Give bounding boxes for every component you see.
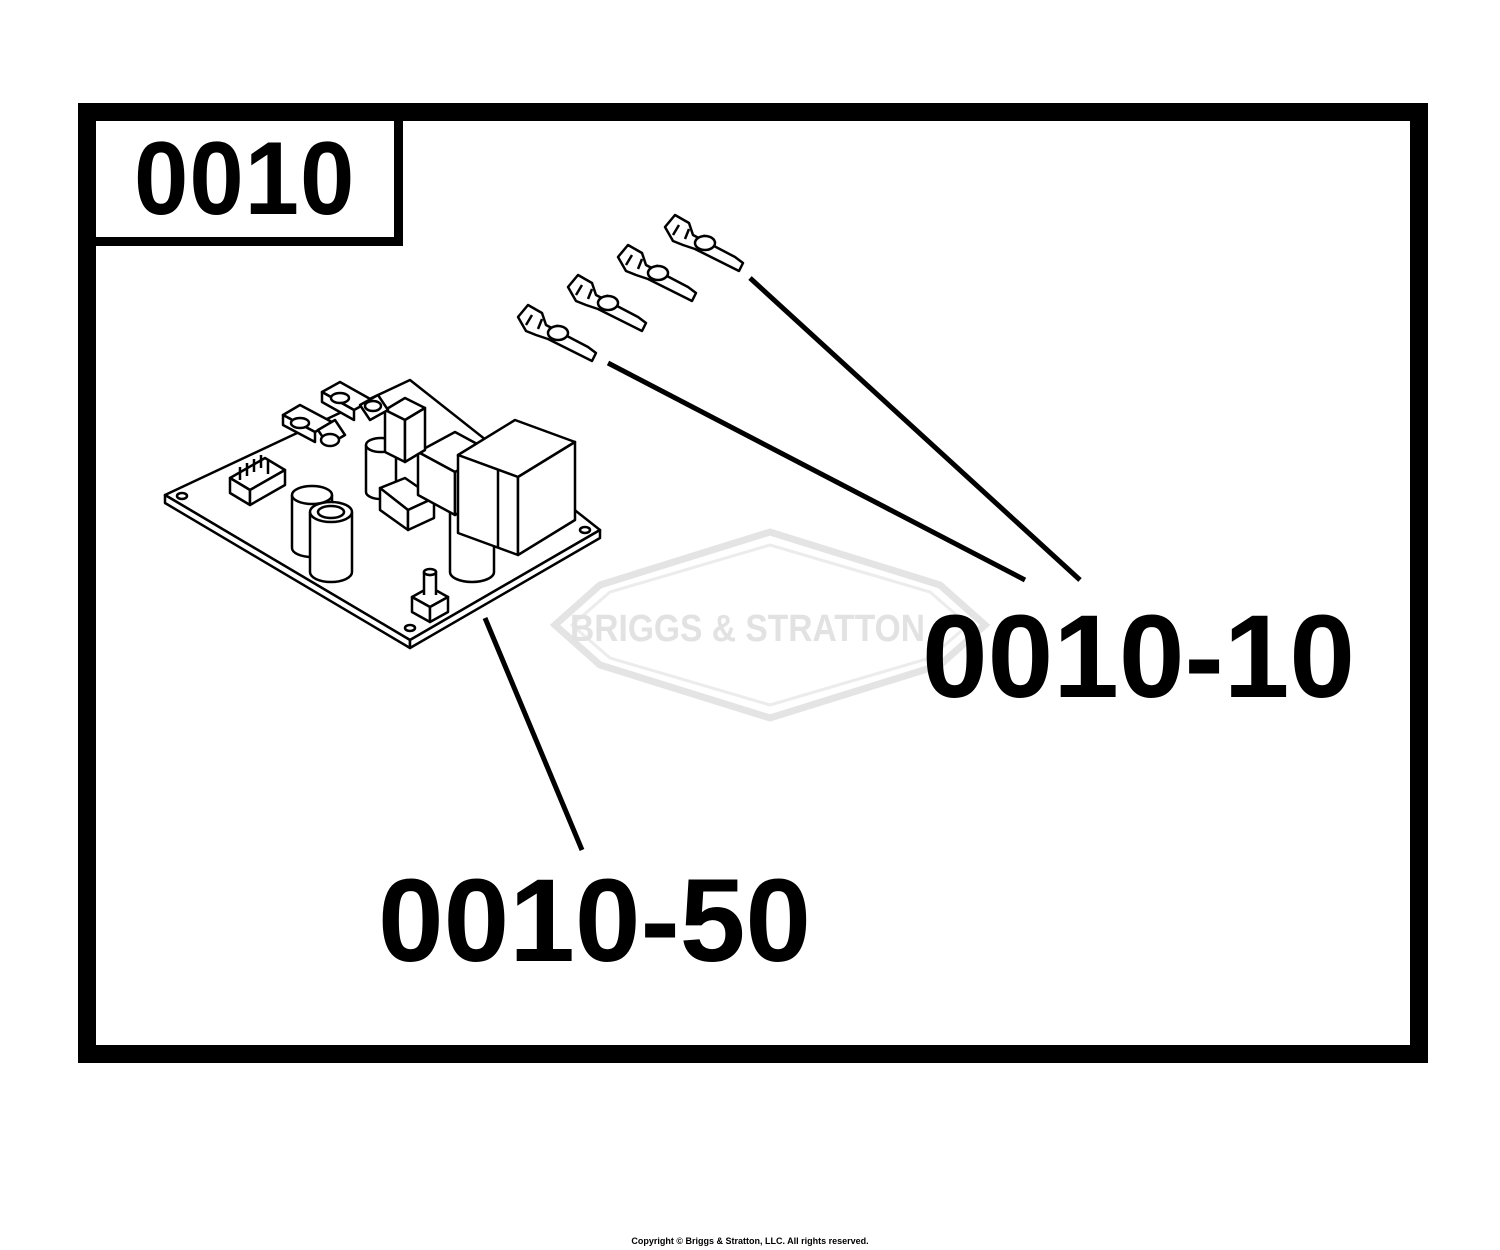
leader-line-terminals-lower xyxy=(606,360,1027,583)
copyright-notice: Copyright © Briggs & Stratton, LLC. All … xyxy=(631,1236,869,1246)
watermark-logo: BRIGGS & STRATTON xyxy=(549,528,991,722)
section-number: 0010 xyxy=(134,121,356,237)
terminal-connector-icons xyxy=(516,213,745,363)
watermark-text: BRIGGS & STRATTON xyxy=(570,608,925,650)
callout-terminals: 0010-10 xyxy=(922,591,1356,723)
callout-circuit-board: 0010-50 xyxy=(378,855,812,987)
circuit-board-icon xyxy=(163,378,602,650)
leader-line-terminals-upper xyxy=(748,276,1082,582)
leader-line-circuit-board xyxy=(482,617,585,851)
leader-lines xyxy=(482,276,1082,851)
section-number-box: 0010 xyxy=(96,121,403,246)
